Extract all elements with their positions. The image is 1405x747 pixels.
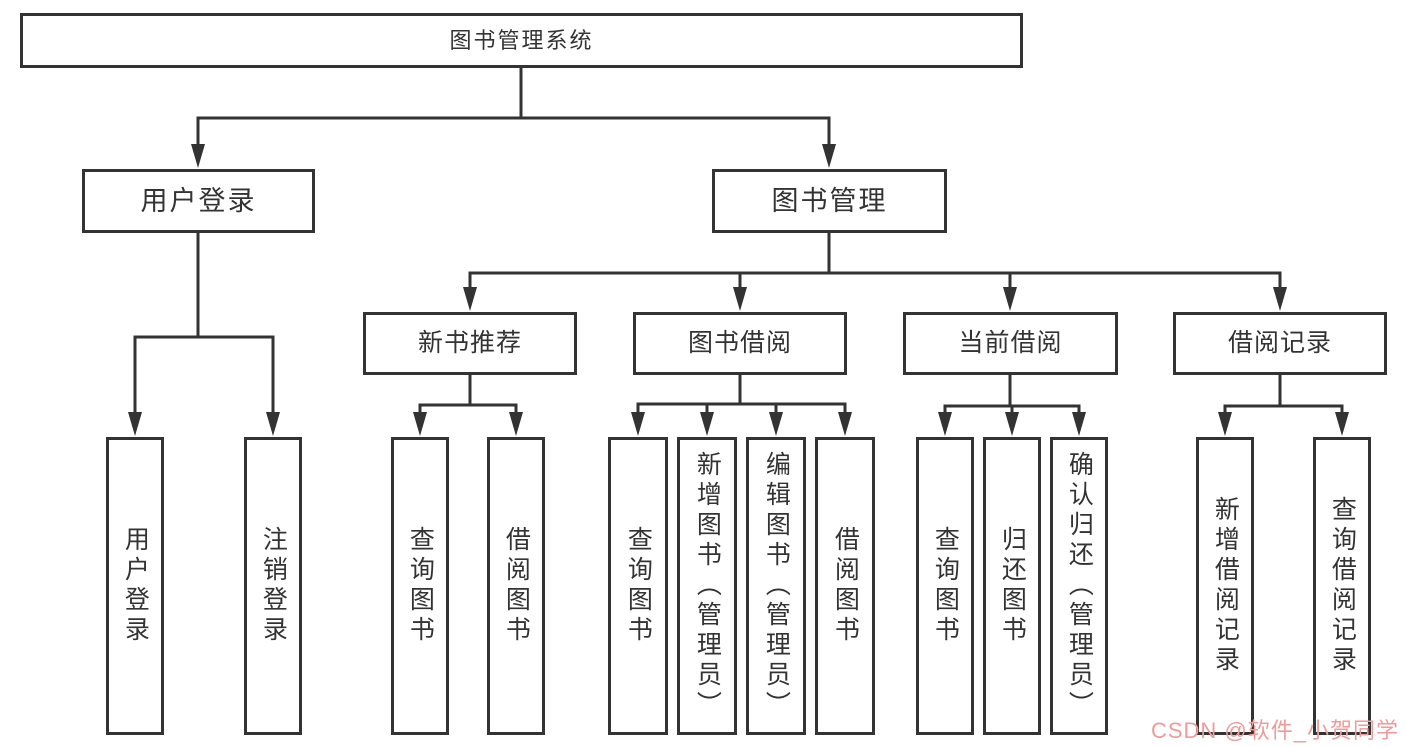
leaf-logout: 注销登录 [244,437,302,735]
leaf-confirm-return-admin: 确认归还（管理员） [1050,437,1108,735]
leaf-user-login-label: 用户登录 [121,526,150,646]
node-user-login-branch-label: 用户登录 [140,185,257,216]
leaf-query-book-recommend-label: 查询图书 [406,526,435,646]
watermark: CSDN @软件_小贺同学 [1150,718,1399,743]
leaf-return-book-label: 归还图书 [998,526,1027,646]
node-book-management-branch-label: 图书管理 [771,185,888,216]
node-borrowing-records-label: 借阅记录 [1227,329,1332,357]
leaf-query-book-borrowing-label: 查询图书 [624,526,653,646]
leaf-add-borrow-record: 新增借阅记录 [1196,437,1254,735]
leaf-query-book-borrowing: 查询图书 [608,437,668,735]
node-new-book-recommend-label: 新书推荐 [417,329,522,357]
leaf-add-book-admin: 新增图书（管理员） [677,437,737,735]
leaf-query-book-current: 查询图书 [916,437,974,735]
node-current-borrowing-label: 当前借阅 [958,329,1063,357]
leaf-borrow-book-borrowing: 借阅图书 [815,437,875,735]
leaf-query-borrow-record-label: 查询借阅记录 [1328,496,1357,676]
node-user-login-branch: 用户登录 [82,169,315,233]
node-book-borrowing-label: 图书借阅 [687,329,792,357]
leaf-borrow-book-borrowing-label: 借阅图书 [831,526,860,646]
leaf-query-borrow-record: 查询借阅记录 [1313,437,1371,735]
node-new-book-recommend: 新书推荐 [363,312,577,375]
leaf-logout-label: 注销登录 [259,526,288,646]
leaf-edit-book-admin-label: 编辑图书（管理员） [762,451,791,721]
node-borrowing-records: 借阅记录 [1173,312,1387,375]
leaf-confirm-return-admin-label: 确认归还（管理员） [1065,451,1094,721]
leaf-add-book-admin-label: 新增图书（管理员） [693,451,722,721]
node-book-borrowing: 图书借阅 [633,312,847,375]
leaf-return-book: 归还图书 [983,437,1041,735]
leaf-borrow-book-recommend: 借阅图书 [487,437,545,735]
node-book-management-branch: 图书管理 [712,169,947,233]
node-current-borrowing: 当前借阅 [903,312,1118,375]
leaf-borrow-book-recommend-label: 借阅图书 [502,526,531,646]
leaf-user-login: 用户登录 [106,437,164,735]
node-root-label: 图书管理系统 [449,27,594,53]
leaf-query-book-current-label: 查询图书 [931,526,960,646]
leaf-query-book-recommend: 查询图书 [391,437,449,735]
leaf-edit-book-admin: 编辑图书（管理员） [746,437,806,735]
node-root: 图书管理系统 [20,13,1023,68]
leaf-add-borrow-record-label: 新增借阅记录 [1211,496,1240,676]
